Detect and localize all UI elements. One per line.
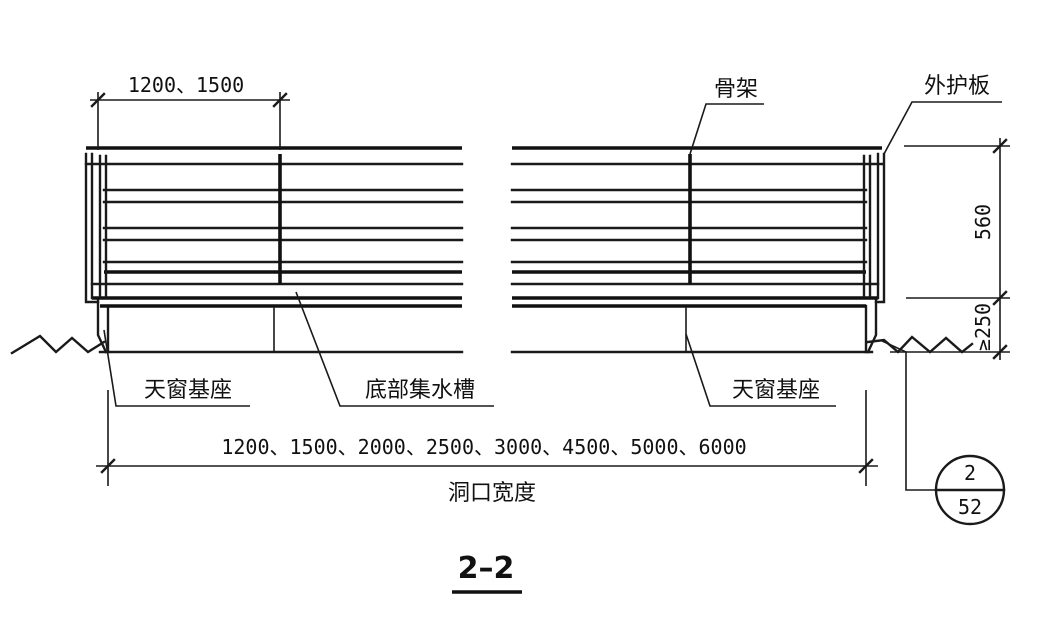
leader-base-left [103,329,250,407]
dim-opening-widths-text: 1200、1500、2000、2500、3000、4500、5000、6000 [221,435,746,459]
louver-right-half [510,146,886,304]
leader-detail-ref [879,339,938,491]
label-base-left: 天窗基座 [144,378,232,403]
leader-base-right [685,333,836,407]
label-frame: 骨架 [714,77,758,102]
label-gutter: 底部集水槽 [365,378,475,403]
leader-frame [689,103,764,155]
leader-gutter [295,291,494,407]
label-opening-width: 洞口宽度 [448,481,536,506]
dim-top-span [90,92,290,150]
leader-outer-panel [883,101,1002,155]
louver-left-half [84,146,464,304]
roof-profile-left [10,334,106,355]
section-title: 2–2 [458,551,515,586]
dim-top-span-text: 1200、1500 [128,73,244,97]
dim-height-upper-text: 560 [971,204,995,240]
dim-right-vertical [890,138,1010,360]
dim-opening-width [96,390,878,486]
detail-ref-number: 2 [964,461,976,485]
label-base-right: 天窗基座 [732,378,820,403]
roof-profile-right [866,335,974,354]
dim-height-lower-text: ≥250 [971,303,995,351]
right-curb [510,298,878,354]
label-outer-panel: 外护板 [924,74,990,99]
detail-reference [934,454,1006,526]
left-curb [96,298,464,354]
detail-ref-sheet: 52 [958,495,982,519]
